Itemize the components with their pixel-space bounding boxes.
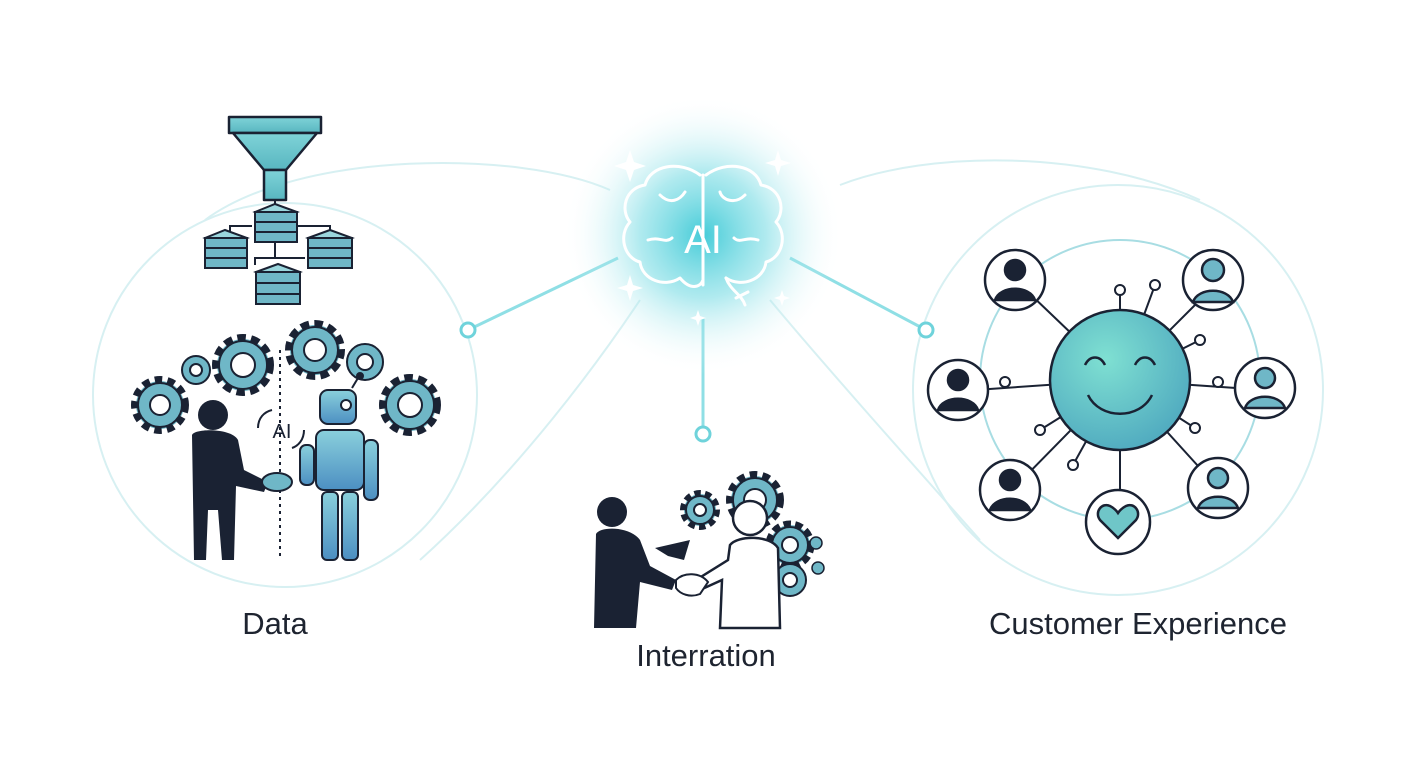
funnel-icon	[227, 115, 323, 202]
robot-icon	[299, 372, 379, 561]
spoke-nodes	[999, 279, 1224, 471]
data-section: AI	[131, 115, 441, 561]
interaction-section	[594, 471, 825, 630]
gear-icon	[346, 343, 384, 381]
server-icon	[202, 228, 250, 269]
gear-icon	[809, 536, 825, 575]
handshake-icon	[261, 472, 293, 492]
sparkle-icons	[614, 150, 791, 326]
brain-icon	[622, 164, 784, 307]
customer-avatar-icon	[978, 458, 1042, 522]
cycle-arrow-icon	[291, 429, 305, 449]
person-icon	[192, 400, 268, 560]
server-icon	[305, 228, 355, 269]
customer-avatar-icon	[1181, 248, 1245, 312]
customer-avatar-icon	[983, 248, 1047, 312]
hub-badge: AI	[684, 218, 722, 262]
customer-avatar-icon	[1233, 356, 1297, 420]
smiley-icon	[1048, 308, 1192, 452]
gear-icon	[212, 334, 274, 396]
exchange-badge: AI	[273, 421, 292, 443]
ai-hub: AI	[563, 95, 843, 375]
interaction-label: Interration	[636, 638, 776, 673]
customer-avatar-icon	[926, 358, 990, 422]
server-icon	[253, 262, 303, 305]
connector-nodes	[459, 321, 935, 443]
customer-experience-label: Customer Experience	[988, 606, 1288, 641]
gear-icon	[181, 355, 211, 385]
handshake-icon	[675, 573, 710, 597]
gear-icon	[379, 374, 441, 436]
person-icon	[594, 497, 676, 628]
customer-section	[926, 239, 1297, 556]
arrow-icon	[655, 540, 690, 560]
server-icon	[252, 202, 300, 243]
cycle-arrow-icon	[257, 409, 273, 429]
heart-icon	[1084, 488, 1152, 556]
gear-icon	[131, 376, 189, 434]
data-label: Data	[242, 606, 308, 641]
customer-avatar-icon	[1186, 456, 1250, 520]
gear-icon	[285, 320, 345, 380]
gear-icon	[680, 490, 720, 530]
